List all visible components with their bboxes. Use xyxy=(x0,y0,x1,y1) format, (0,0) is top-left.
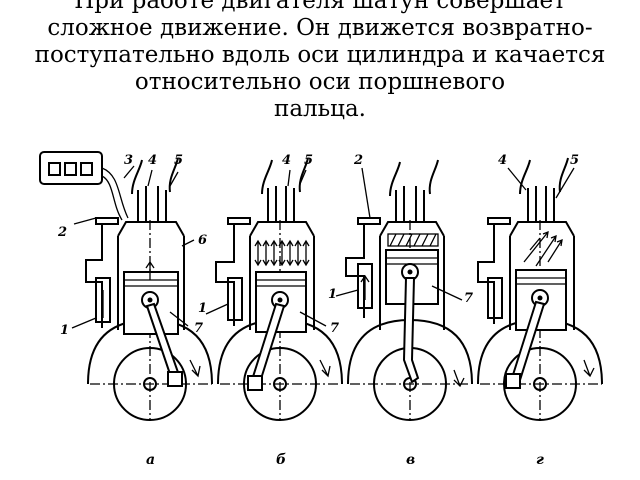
caption-line-5: пальца. xyxy=(274,96,366,122)
label-1: 1 xyxy=(198,301,207,316)
cylinder-g xyxy=(509,236,575,330)
panel-label-b: б xyxy=(276,452,286,468)
label-2: 2 xyxy=(57,225,67,240)
combustion-chamber xyxy=(387,233,439,247)
label-6: 6 xyxy=(198,233,207,248)
label-5: 5 xyxy=(174,153,183,168)
cylinder-v xyxy=(379,236,445,330)
panel-label-a: а xyxy=(146,452,155,468)
caption-line-1: При работе двигателя шатун совершает xyxy=(74,0,566,14)
fuel-pump-g xyxy=(487,277,503,319)
fuel-pump-a xyxy=(95,277,111,323)
cylinder-b xyxy=(249,236,315,330)
panel-g: 4 5 г xyxy=(477,153,603,468)
label-3: 3 xyxy=(124,153,133,168)
label-4: 4 xyxy=(282,153,291,168)
connecting-rod-v xyxy=(402,277,420,384)
label-7: 7 xyxy=(330,321,339,336)
caption: При работе двигателя шатун совершает сло… xyxy=(0,0,640,123)
panel-a: 3 4 5 2 6 1 7 а xyxy=(39,151,213,468)
fuel-pump-b xyxy=(227,277,243,321)
panel-label-g: г xyxy=(536,452,544,468)
label-2: 2 xyxy=(353,153,363,168)
compression-arrows xyxy=(254,239,310,267)
label-4: 4 xyxy=(148,153,157,168)
label-7: 7 xyxy=(464,291,473,306)
label-5: 5 xyxy=(304,153,313,168)
fuel-pump-v xyxy=(357,263,373,309)
label-1: 1 xyxy=(328,287,337,302)
caption-line-2: сложное движение. Он движется возвратно- xyxy=(47,15,593,41)
label-7: 7 xyxy=(194,321,203,336)
caption-line-3: поступательно вдоль оси цилиндра и качае… xyxy=(34,42,606,68)
panel-b: 4 5 1 7 б xyxy=(198,153,343,468)
panel-label-v: в xyxy=(406,452,415,468)
caption-line-4: относительно оси поршневого xyxy=(134,69,506,95)
piston-a xyxy=(123,271,179,335)
label-4: 4 xyxy=(498,153,507,168)
panel-v: 2 1 7 в xyxy=(328,153,473,468)
label-5: 5 xyxy=(570,153,579,168)
injection-display-unit xyxy=(39,151,129,221)
cylinder-a xyxy=(117,236,185,330)
label-1: 1 xyxy=(60,323,69,338)
exhaust-arrows xyxy=(523,230,563,267)
